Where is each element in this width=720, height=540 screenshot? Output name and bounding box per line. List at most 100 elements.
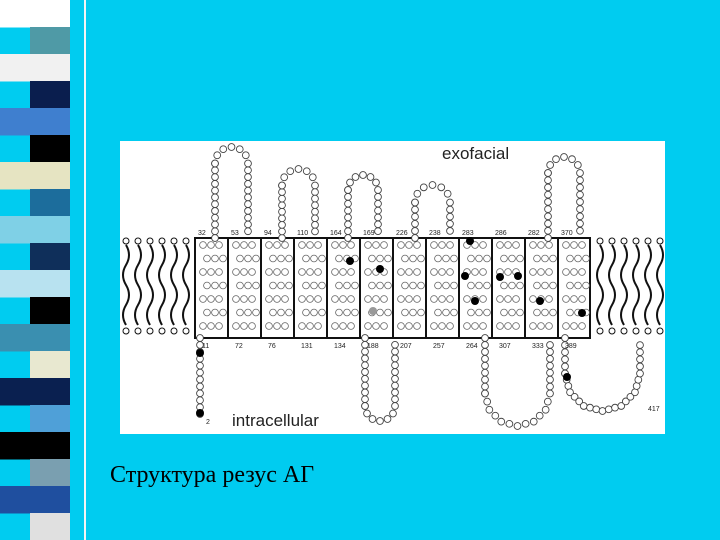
loop-residue [586, 403, 594, 412]
top-number: 286 [495, 230, 507, 237]
top-number: 32 [198, 230, 206, 237]
loop-residue [446, 219, 454, 228]
residue [496, 241, 504, 249]
residue [285, 254, 293, 263]
loop-residue [592, 405, 601, 414]
residue [566, 308, 574, 317]
residue [570, 241, 578, 249]
bottom-number: 257 [433, 343, 445, 350]
residue [339, 322, 347, 330]
residue [232, 268, 240, 276]
bottom-number: 76 [268, 343, 276, 350]
marked-residue [196, 409, 204, 417]
residue [335, 308, 343, 317]
residue [302, 281, 310, 290]
residue [384, 254, 392, 263]
residue [578, 322, 586, 330]
residue [570, 295, 578, 303]
loop-residue [419, 183, 428, 192]
lipid-head [134, 237, 142, 245]
loop-residue [546, 368, 554, 377]
lipid-tail [134, 244, 142, 326]
loop-residue [372, 178, 380, 187]
residue [533, 254, 541, 263]
loop-residue [576, 219, 584, 228]
residue [537, 268, 545, 276]
residue [397, 241, 405, 249]
lipid-head [644, 237, 652, 245]
loop-residue [544, 205, 552, 213]
loop-residue [311, 227, 319, 236]
loop-residue [576, 190, 584, 199]
loop-residue [294, 165, 303, 173]
stripe-block [30, 297, 70, 325]
residue [479, 241, 487, 249]
lipid-tail [608, 244, 616, 326]
marked-residue [563, 373, 571, 381]
residue [207, 268, 215, 276]
residue [232, 241, 240, 249]
residue [252, 308, 260, 317]
residue [430, 322, 438, 330]
residue [306, 322, 314, 330]
residue [281, 268, 289, 276]
residue [368, 281, 376, 290]
loop-residue [576, 226, 584, 235]
loop-residue [481, 368, 489, 377]
loop-residue [561, 355, 569, 364]
loop-residue [374, 186, 382, 194]
residue [582, 281, 590, 290]
loop-residue [411, 205, 419, 214]
loop-residue [546, 161, 554, 169]
residue [562, 268, 570, 276]
loop-residue [391, 381, 399, 390]
residue [397, 322, 405, 330]
residue [516, 281, 524, 290]
residue [265, 322, 273, 330]
residue [265, 268, 273, 276]
residue [236, 281, 244, 290]
residue [219, 254, 227, 263]
marked-residue [536, 297, 544, 305]
residue [475, 254, 483, 263]
residue [413, 241, 421, 249]
residue [331, 268, 339, 276]
residue [434, 308, 442, 317]
residue [211, 254, 219, 263]
lipid-head [170, 237, 178, 245]
loop-residue [598, 407, 607, 415]
loop-residue [617, 402, 626, 410]
residue [215, 268, 223, 276]
residue [541, 254, 549, 263]
loop-residue [280, 173, 289, 182]
loop-residue [244, 213, 252, 222]
loop-residue [361, 395, 369, 404]
lipid-head [620, 327, 628, 335]
loop-residue [481, 354, 489, 363]
loop-residue [344, 206, 352, 215]
marked-residue [496, 273, 504, 281]
residue [211, 308, 219, 317]
residue [508, 254, 516, 263]
residue [232, 295, 240, 303]
residue [372, 295, 380, 303]
residue [351, 281, 359, 290]
loop-residue [278, 214, 286, 223]
loop-residue [513, 422, 522, 430]
loop-residue [543, 397, 552, 406]
loop-residue [481, 382, 489, 391]
top-number: 238 [429, 230, 441, 237]
loop-residue [546, 382, 554, 391]
loop-residue [497, 417, 506, 426]
residue [496, 295, 504, 303]
residue [269, 281, 277, 290]
lipid-tail [620, 244, 628, 326]
residue [240, 295, 248, 303]
lipid-head [608, 327, 616, 335]
residue [483, 308, 491, 317]
residue [450, 308, 458, 317]
residue [281, 241, 289, 249]
loop-residue [546, 341, 554, 349]
residue [582, 254, 590, 263]
